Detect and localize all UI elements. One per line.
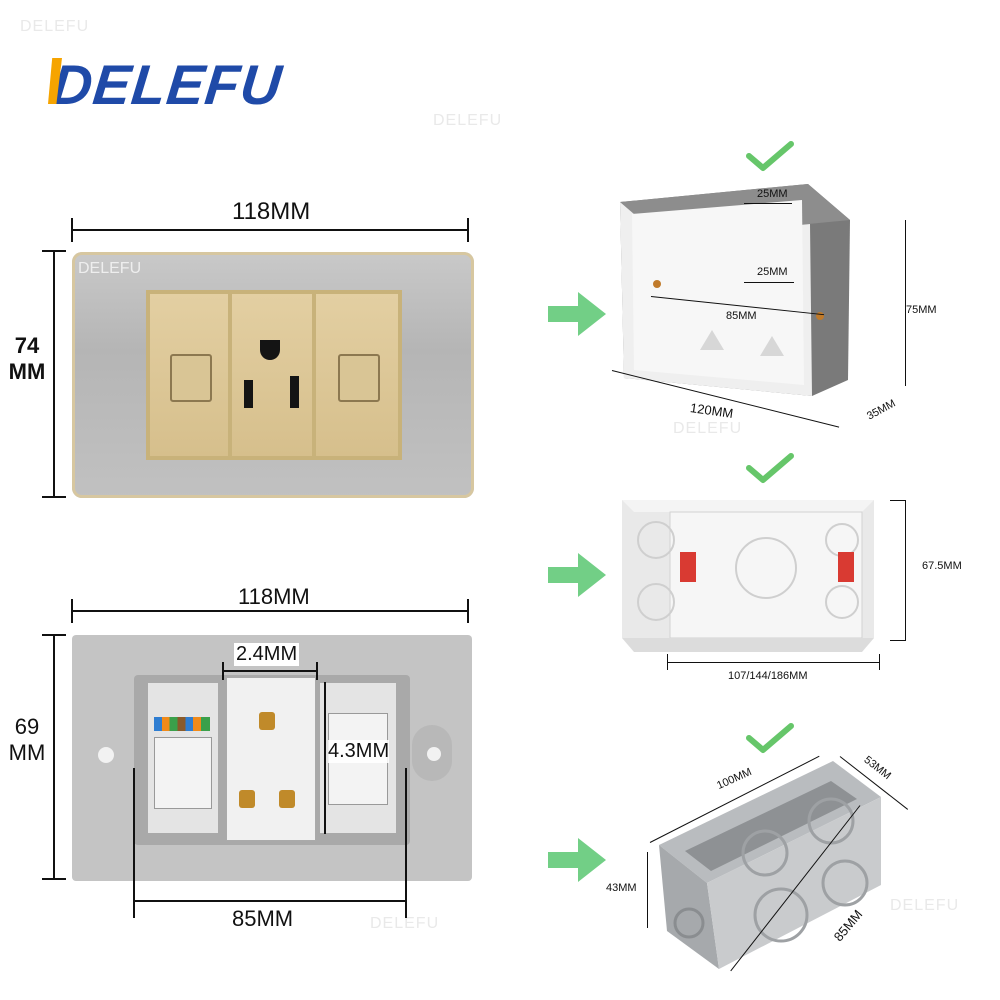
back-width-label: 118MM [238, 584, 310, 609]
watermark: DELEFU [673, 420, 743, 437]
box1-inner-label: 25MM [757, 266, 788, 278]
back-plate [72, 635, 472, 881]
outlet-back-module [226, 677, 316, 841]
phone-jack-icon [170, 354, 212, 402]
watermark: DELEFU [370, 915, 440, 932]
box3-height-line [647, 852, 648, 928]
front-height-tick-top [42, 250, 66, 252]
data-jack-module [316, 294, 398, 456]
rj-keystone-left [148, 683, 218, 833]
depth-dim-label: 4.3MM [328, 740, 390, 763]
back-height-line [53, 635, 55, 879]
phone-jack-module [150, 294, 228, 456]
computer-jack-icon [338, 354, 380, 402]
wall-box-white [622, 500, 874, 652]
wire-color-strip [154, 717, 210, 731]
outlet-slot-right [290, 376, 299, 408]
box2-height-label: 67.5MM [922, 560, 962, 572]
front-plate-watermark: DELEFU [78, 260, 142, 277]
power-outlet-module [232, 294, 312, 456]
outlet-slot-left [244, 380, 253, 408]
module-frame [146, 290, 402, 460]
box1-hole-label: 85MM [726, 310, 757, 322]
box1-depth-label: 35MM [864, 397, 898, 423]
box2-height-tick-bottom [890, 640, 906, 641]
mount-dim-label: 85MM [232, 906, 294, 931]
back-width-tick-right [467, 599, 469, 623]
watermark: DELEFU [433, 112, 503, 129]
gap-dim-tick-left [222, 662, 224, 680]
mount-dim-line [133, 900, 407, 902]
front-width-tick-left [71, 218, 73, 242]
back-height-tick-top [42, 634, 66, 636]
box2-length-label: 107/144/186MM [728, 670, 808, 682]
box2-height-line [905, 500, 906, 640]
front-width-tick-right [467, 218, 469, 242]
gap-dim-tick-right [316, 662, 318, 680]
box1-inner-line [744, 282, 794, 283]
brand-logo: DELEFU [49, 52, 286, 117]
plastic-box-grey [620, 184, 850, 396]
watermark: DELEFU [890, 897, 960, 914]
check-icon [746, 141, 794, 171]
front-height-line [53, 250, 55, 498]
arrow-right-icon [548, 838, 606, 882]
brass-terminal-top [259, 712, 275, 730]
box2-length-tick-right [879, 654, 880, 670]
front-plate: DELEFU [72, 252, 474, 498]
watermark: DELEFU [20, 18, 90, 35]
box1-top-line [744, 203, 792, 204]
mount-slot-left [98, 747, 114, 763]
brand-logo-text: DELEFU [48, 53, 286, 116]
check-icon [746, 723, 794, 753]
box2-length-line [667, 662, 880, 663]
back-height-tick-bottom [42, 878, 66, 880]
gap-dim-line [222, 670, 318, 672]
front-width-label: 118MM [232, 198, 311, 225]
box1-height-line [905, 220, 906, 386]
box3-height-label: 43MM [606, 882, 637, 894]
back-module-frame [134, 675, 410, 845]
arrow-right-icon [548, 292, 606, 336]
mount-dim-right [405, 768, 407, 918]
box2-height-tick-top [890, 500, 906, 501]
box1-height-label: 75MM [906, 304, 937, 316]
back-height-label: 69 MM [8, 714, 46, 765]
metal-box [659, 761, 881, 969]
arrow-right-icon [548, 553, 606, 597]
gap-dim-label: 2.4MM [234, 643, 300, 666]
mount-hole-right [427, 747, 441, 761]
mount-dim-left [133, 768, 135, 918]
depth-dim-line [324, 682, 326, 834]
box2-length-tick-left [667, 654, 668, 670]
brass-terminal-left [239, 790, 255, 808]
front-height-label: 74 MM [8, 333, 46, 384]
ground-hole-icon [260, 340, 280, 360]
keystone-body [154, 737, 212, 809]
front-height-tick-bottom [42, 496, 66, 498]
front-width-line [72, 229, 468, 231]
check-icon [746, 453, 794, 483]
back-width-line [72, 610, 468, 612]
back-width-tick-left [71, 599, 73, 623]
box1-top-label: 25MM [757, 188, 788, 200]
brass-terminal-right [279, 790, 295, 808]
